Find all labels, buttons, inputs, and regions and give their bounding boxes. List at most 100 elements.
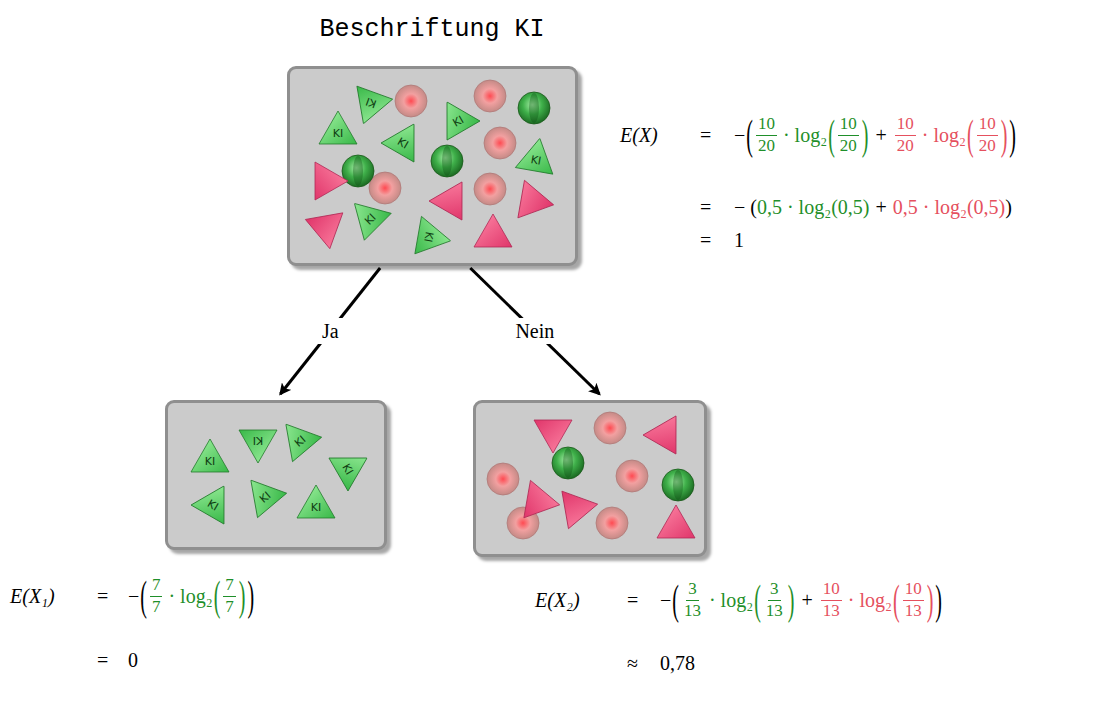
formula-row: −(1020· log₂(1020)+1020· log₂(1020)) bbox=[734, 103, 1017, 167]
triangle-outline bbox=[381, 114, 430, 162]
labelled-triangle: KI bbox=[404, 212, 455, 263]
fraction-numerator: 7 bbox=[150, 575, 163, 596]
formula-term: · log₂ bbox=[783, 124, 827, 147]
labelled-triangle: KI bbox=[318, 439, 378, 499]
formula-bracket: ) bbox=[248, 572, 255, 620]
formula-term: ≈ bbox=[627, 649, 638, 677]
green-ball bbox=[342, 155, 374, 187]
box-illustration bbox=[476, 403, 704, 554]
fraction-denominator: 7 bbox=[150, 597, 163, 617]
red-triangle bbox=[507, 174, 554, 218]
red-ball bbox=[474, 80, 506, 112]
triangle-outline bbox=[191, 476, 240, 524]
fraction-numerator: 10 bbox=[838, 114, 859, 135]
formula-term: 0,5 · log₂(0,5) bbox=[893, 196, 1006, 219]
fraction: 1020 bbox=[756, 114, 777, 156]
formula-row: −(313· log₂(313)+1013· log₂(1013)) bbox=[660, 568, 943, 632]
formula-term: E(X₁) bbox=[10, 582, 55, 610]
red-triangle bbox=[305, 213, 348, 252]
red-triangle bbox=[315, 162, 348, 200]
labelled-triangle: KI bbox=[373, 113, 433, 173]
fraction-numerator: 7 bbox=[223, 575, 236, 596]
triangle-outline bbox=[341, 190, 391, 240]
red-triangle bbox=[643, 406, 692, 454]
formula-term: · log₂ bbox=[168, 585, 212, 608]
fraction-numerator: 10 bbox=[903, 579, 924, 600]
formula-bracket: ( bbox=[140, 572, 147, 620]
fraction-denominator: 13 bbox=[903, 601, 924, 621]
labelled-triangle: KI bbox=[343, 75, 399, 131]
green-ball bbox=[552, 447, 584, 479]
green-ball bbox=[518, 92, 550, 124]
red-ball bbox=[594, 412, 626, 444]
red-triangle bbox=[534, 420, 572, 453]
fraction-numerator: 3 bbox=[686, 579, 699, 600]
fraction-numerator: 10 bbox=[895, 114, 916, 135]
formula-bracket: ) bbox=[1001, 111, 1008, 159]
triangle-outline bbox=[236, 468, 286, 518]
fraction-denominator: 20 bbox=[756, 136, 777, 156]
formula-row: 0 bbox=[128, 628, 138, 692]
branch-arrow bbox=[280, 268, 380, 394]
red-triangle bbox=[429, 172, 478, 220]
formula-term: E(X) bbox=[620, 121, 658, 149]
green-ball bbox=[431, 145, 463, 177]
formula-term: ) bbox=[1005, 196, 1012, 219]
triangle-label: KI bbox=[188, 456, 232, 468]
set-box: KIKIKIKIKIKIKI bbox=[165, 400, 387, 550]
formula-bracket: ) bbox=[239, 572, 246, 620]
green-ball bbox=[662, 469, 694, 501]
formula-term: − bbox=[734, 124, 745, 147]
labelled-triangle: KI bbox=[511, 135, 562, 186]
formula-bracket: ) bbox=[935, 576, 942, 624]
fraction: 1020 bbox=[977, 114, 998, 156]
formula-bracket: ) bbox=[788, 576, 795, 624]
red-triangle bbox=[524, 480, 563, 523]
labelled-triangle: KI bbox=[188, 439, 232, 483]
fraction: 1013 bbox=[903, 579, 924, 621]
fraction: 1020 bbox=[838, 114, 859, 156]
formula-term: − ( bbox=[734, 196, 757, 219]
red-ball bbox=[395, 85, 427, 117]
triangle-label: KI bbox=[294, 502, 338, 514]
formula-term: = bbox=[700, 226, 711, 254]
triangle-outline bbox=[431, 92, 480, 140]
branch-label: Ja bbox=[318, 318, 343, 344]
formula-bracket: ( bbox=[754, 576, 761, 624]
labelled-triangle: KI bbox=[183, 475, 243, 535]
fraction-denominator: 20 bbox=[838, 136, 859, 156]
formula-term: = bbox=[627, 586, 638, 614]
formula-term: 1 bbox=[734, 229, 744, 252]
formula-bracket: ( bbox=[893, 576, 900, 624]
fraction-denominator: 13 bbox=[682, 601, 703, 621]
formula-term: = bbox=[97, 582, 108, 610]
formula-term: = bbox=[700, 121, 711, 149]
formula-bracket: ( bbox=[672, 576, 679, 624]
fraction: 77 bbox=[223, 575, 236, 617]
formula-term: − bbox=[660, 589, 671, 612]
formula-term: E(X₂) bbox=[535, 586, 580, 614]
formula-term: · log₂ bbox=[848, 589, 892, 612]
fraction-denominator: 13 bbox=[821, 601, 842, 621]
formula-bracket: ) bbox=[862, 111, 869, 159]
red-ball bbox=[484, 127, 516, 159]
formula-row: − (0,5 · log₂(0,5)+0,5 · log₂(0,5)) bbox=[734, 175, 1012, 239]
red-ball bbox=[616, 460, 648, 492]
red-ball bbox=[596, 507, 628, 539]
formula-row: 0,78 bbox=[660, 631, 695, 695]
triangle-outline bbox=[271, 412, 321, 462]
labelled-triangle: KI bbox=[234, 466, 296, 528]
red-triangle bbox=[657, 505, 695, 538]
diagram-title: Beschriftung KI bbox=[232, 14, 632, 46]
red-ball bbox=[369, 172, 401, 204]
branch-label: Nein bbox=[511, 318, 558, 344]
formula-bracket: ) bbox=[1009, 111, 1016, 159]
branch-arrow bbox=[470, 268, 599, 394]
red-triangle bbox=[474, 214, 512, 247]
triangle-outline bbox=[346, 86, 393, 130]
formula-bracket: ( bbox=[967, 111, 974, 159]
formula-term: + bbox=[802, 589, 813, 612]
triangle-label: KI bbox=[236, 434, 280, 446]
red-ball bbox=[487, 463, 519, 495]
fraction-denominator: 20 bbox=[895, 136, 916, 156]
